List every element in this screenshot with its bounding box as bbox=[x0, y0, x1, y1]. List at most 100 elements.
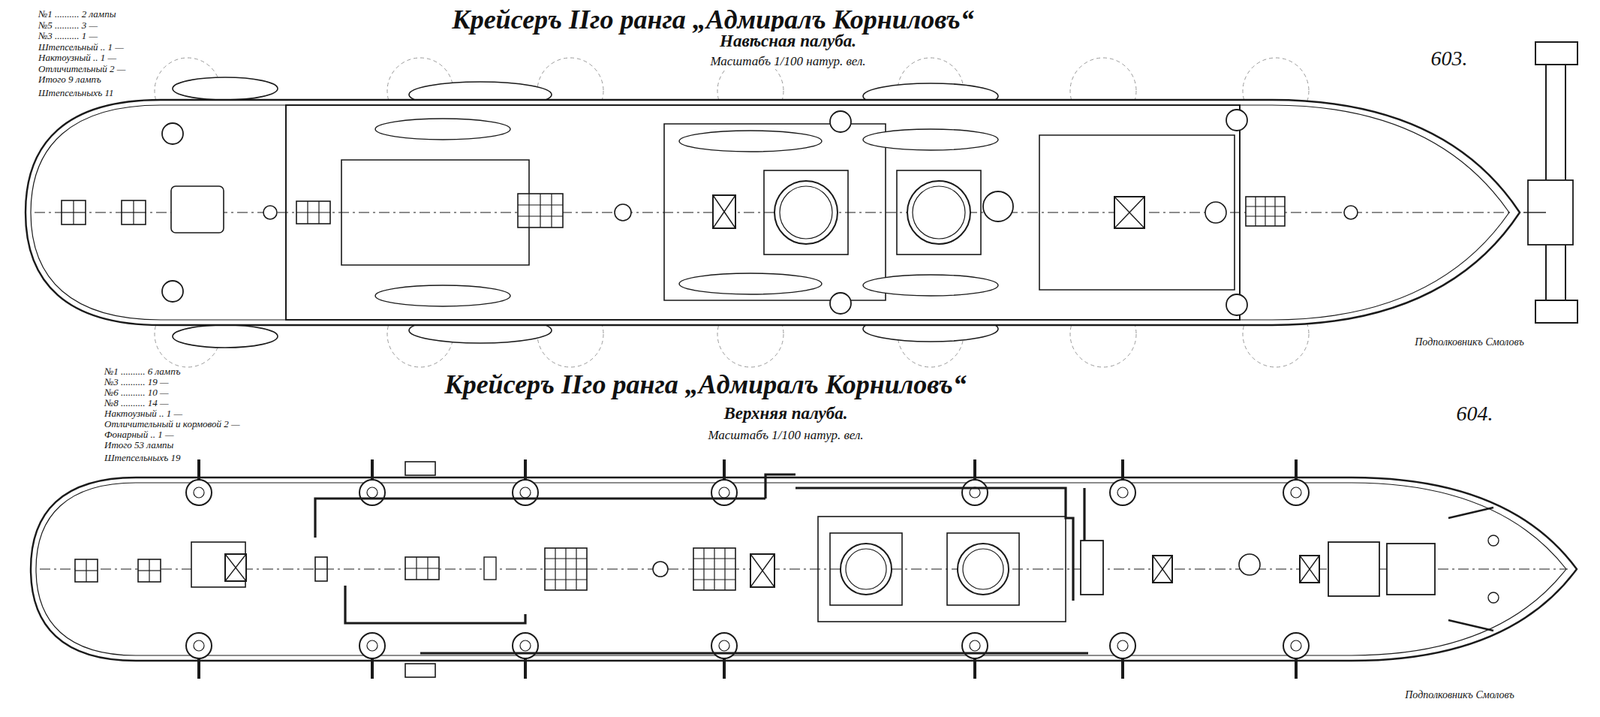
gun-mount bbox=[711, 632, 737, 659]
hatch-bar bbox=[315, 568, 328, 569]
cable-run bbox=[420, 651, 1089, 654]
scale-note: Масштабъ 1/100 натур. вел. bbox=[705, 427, 866, 443]
funnel bbox=[957, 543, 1009, 595]
gun-mount bbox=[830, 111, 852, 133]
lamp-table-row: №1 .......... 6 лампъ bbox=[102, 366, 183, 378]
hatch bbox=[1245, 196, 1285, 226]
gun-mount bbox=[162, 280, 184, 302]
sheet-number: 604. bbox=[1454, 401, 1496, 426]
gun-mount bbox=[512, 632, 539, 659]
cable-run bbox=[345, 585, 526, 623]
forecastle-house bbox=[1328, 541, 1380, 596]
gun-mount bbox=[1109, 479, 1136, 506]
hatch bbox=[296, 201, 331, 224]
upper-deck-plan bbox=[30, 459, 1577, 679]
centerline bbox=[34, 212, 1511, 214]
boat bbox=[863, 129, 999, 151]
mast bbox=[1344, 205, 1358, 220]
hatch bbox=[138, 559, 161, 582]
gun-pivot bbox=[718, 640, 730, 651]
hatch-bar bbox=[693, 557, 736, 559]
hatch bbox=[517, 193, 563, 228]
lamp-table-row: Фонарный .. 1 — bbox=[102, 429, 176, 441]
hawse bbox=[1488, 535, 1499, 546]
gun-mount bbox=[962, 632, 988, 659]
gun-pivot bbox=[366, 487, 378, 498]
boat bbox=[375, 118, 511, 140]
hatch bbox=[405, 556, 440, 580]
skylight-cross bbox=[225, 553, 247, 581]
funnel bbox=[774, 180, 838, 244]
boat bbox=[863, 274, 999, 296]
boat bbox=[375, 285, 511, 307]
gun-pivot bbox=[366, 640, 378, 651]
hatch-bar bbox=[121, 211, 146, 213]
lamp-table-row: №3 .......... 1 — bbox=[36, 30, 100, 43]
gun-pivot bbox=[1117, 487, 1128, 498]
funnel-inner bbox=[962, 548, 1004, 590]
funnel-casing bbox=[947, 532, 1020, 605]
anchor-gear bbox=[1448, 507, 1494, 631]
bridge-end bbox=[1535, 42, 1578, 65]
gun-mount bbox=[1226, 109, 1248, 131]
gun-mount bbox=[962, 479, 988, 506]
gun-pivot bbox=[969, 640, 981, 651]
hatch-bar bbox=[544, 568, 587, 569]
hatch-bar bbox=[296, 211, 331, 213]
gun-mount bbox=[1283, 632, 1309, 659]
mast bbox=[614, 204, 632, 221]
ladder bbox=[405, 663, 436, 677]
skylight-cross bbox=[750, 553, 775, 587]
boat bbox=[172, 77, 278, 100]
skylight bbox=[1299, 555, 1320, 583]
funnel-inner bbox=[912, 186, 966, 239]
capstan bbox=[1239, 553, 1261, 575]
cable-run bbox=[315, 498, 766, 538]
deck-name: Верхняя палуба. bbox=[721, 403, 850, 424]
windlass bbox=[1386, 543, 1435, 595]
hatch-bar bbox=[75, 569, 98, 571]
hatch-bar bbox=[405, 567, 440, 569]
skylight-cross bbox=[1299, 555, 1320, 583]
hatch bbox=[544, 547, 587, 590]
hatch-bar bbox=[1245, 215, 1285, 217]
lamp-table-row: Нактоузный .. 1 — bbox=[102, 408, 185, 420]
gun-mount bbox=[1283, 479, 1309, 506]
cable-run bbox=[795, 487, 1074, 601]
hatch-bar bbox=[1245, 205, 1285, 207]
hatch bbox=[121, 200, 146, 225]
gun-mount bbox=[512, 479, 539, 506]
skylight bbox=[1114, 196, 1145, 229]
hatch-bar bbox=[528, 193, 530, 228]
skylight-cross bbox=[712, 195, 736, 229]
skylight-cross bbox=[712, 195, 736, 229]
lamp-table-row: №3 .......... 19 — bbox=[102, 376, 172, 388]
hatch bbox=[61, 200, 86, 225]
hatch-bar bbox=[138, 569, 161, 571]
skylight-cross bbox=[750, 553, 775, 587]
gun-mount bbox=[359, 479, 385, 506]
gun-pivot bbox=[520, 487, 531, 498]
lamp-table-row: Штепсельныхъ 19 bbox=[102, 452, 184, 464]
skylight-cross bbox=[1114, 196, 1145, 229]
hatch-bar bbox=[1264, 196, 1266, 226]
hatch-bar bbox=[1254, 196, 1256, 226]
lamp-table-row: №6 .......... 10 — bbox=[102, 387, 172, 399]
boat bbox=[172, 324, 278, 348]
lamp-table-row: Нактоузный .. 1 — bbox=[36, 52, 119, 64]
gun-pivot bbox=[520, 640, 531, 651]
skylight bbox=[750, 553, 775, 587]
skylight bbox=[712, 195, 736, 229]
gun-pivot bbox=[193, 640, 205, 651]
skylight-cross bbox=[1152, 555, 1173, 583]
funnel-casing bbox=[830, 532, 903, 605]
gun-mount bbox=[186, 479, 212, 506]
mast bbox=[263, 205, 277, 220]
bridge-ladder bbox=[1523, 211, 1546, 213]
skylight-cross bbox=[1152, 555, 1173, 583]
hatch-bar bbox=[517, 215, 563, 217]
skylight bbox=[171, 186, 224, 233]
lamp-table-row: Штепсельныхъ 11 bbox=[36, 87, 117, 100]
funnel-casing bbox=[896, 170, 981, 255]
